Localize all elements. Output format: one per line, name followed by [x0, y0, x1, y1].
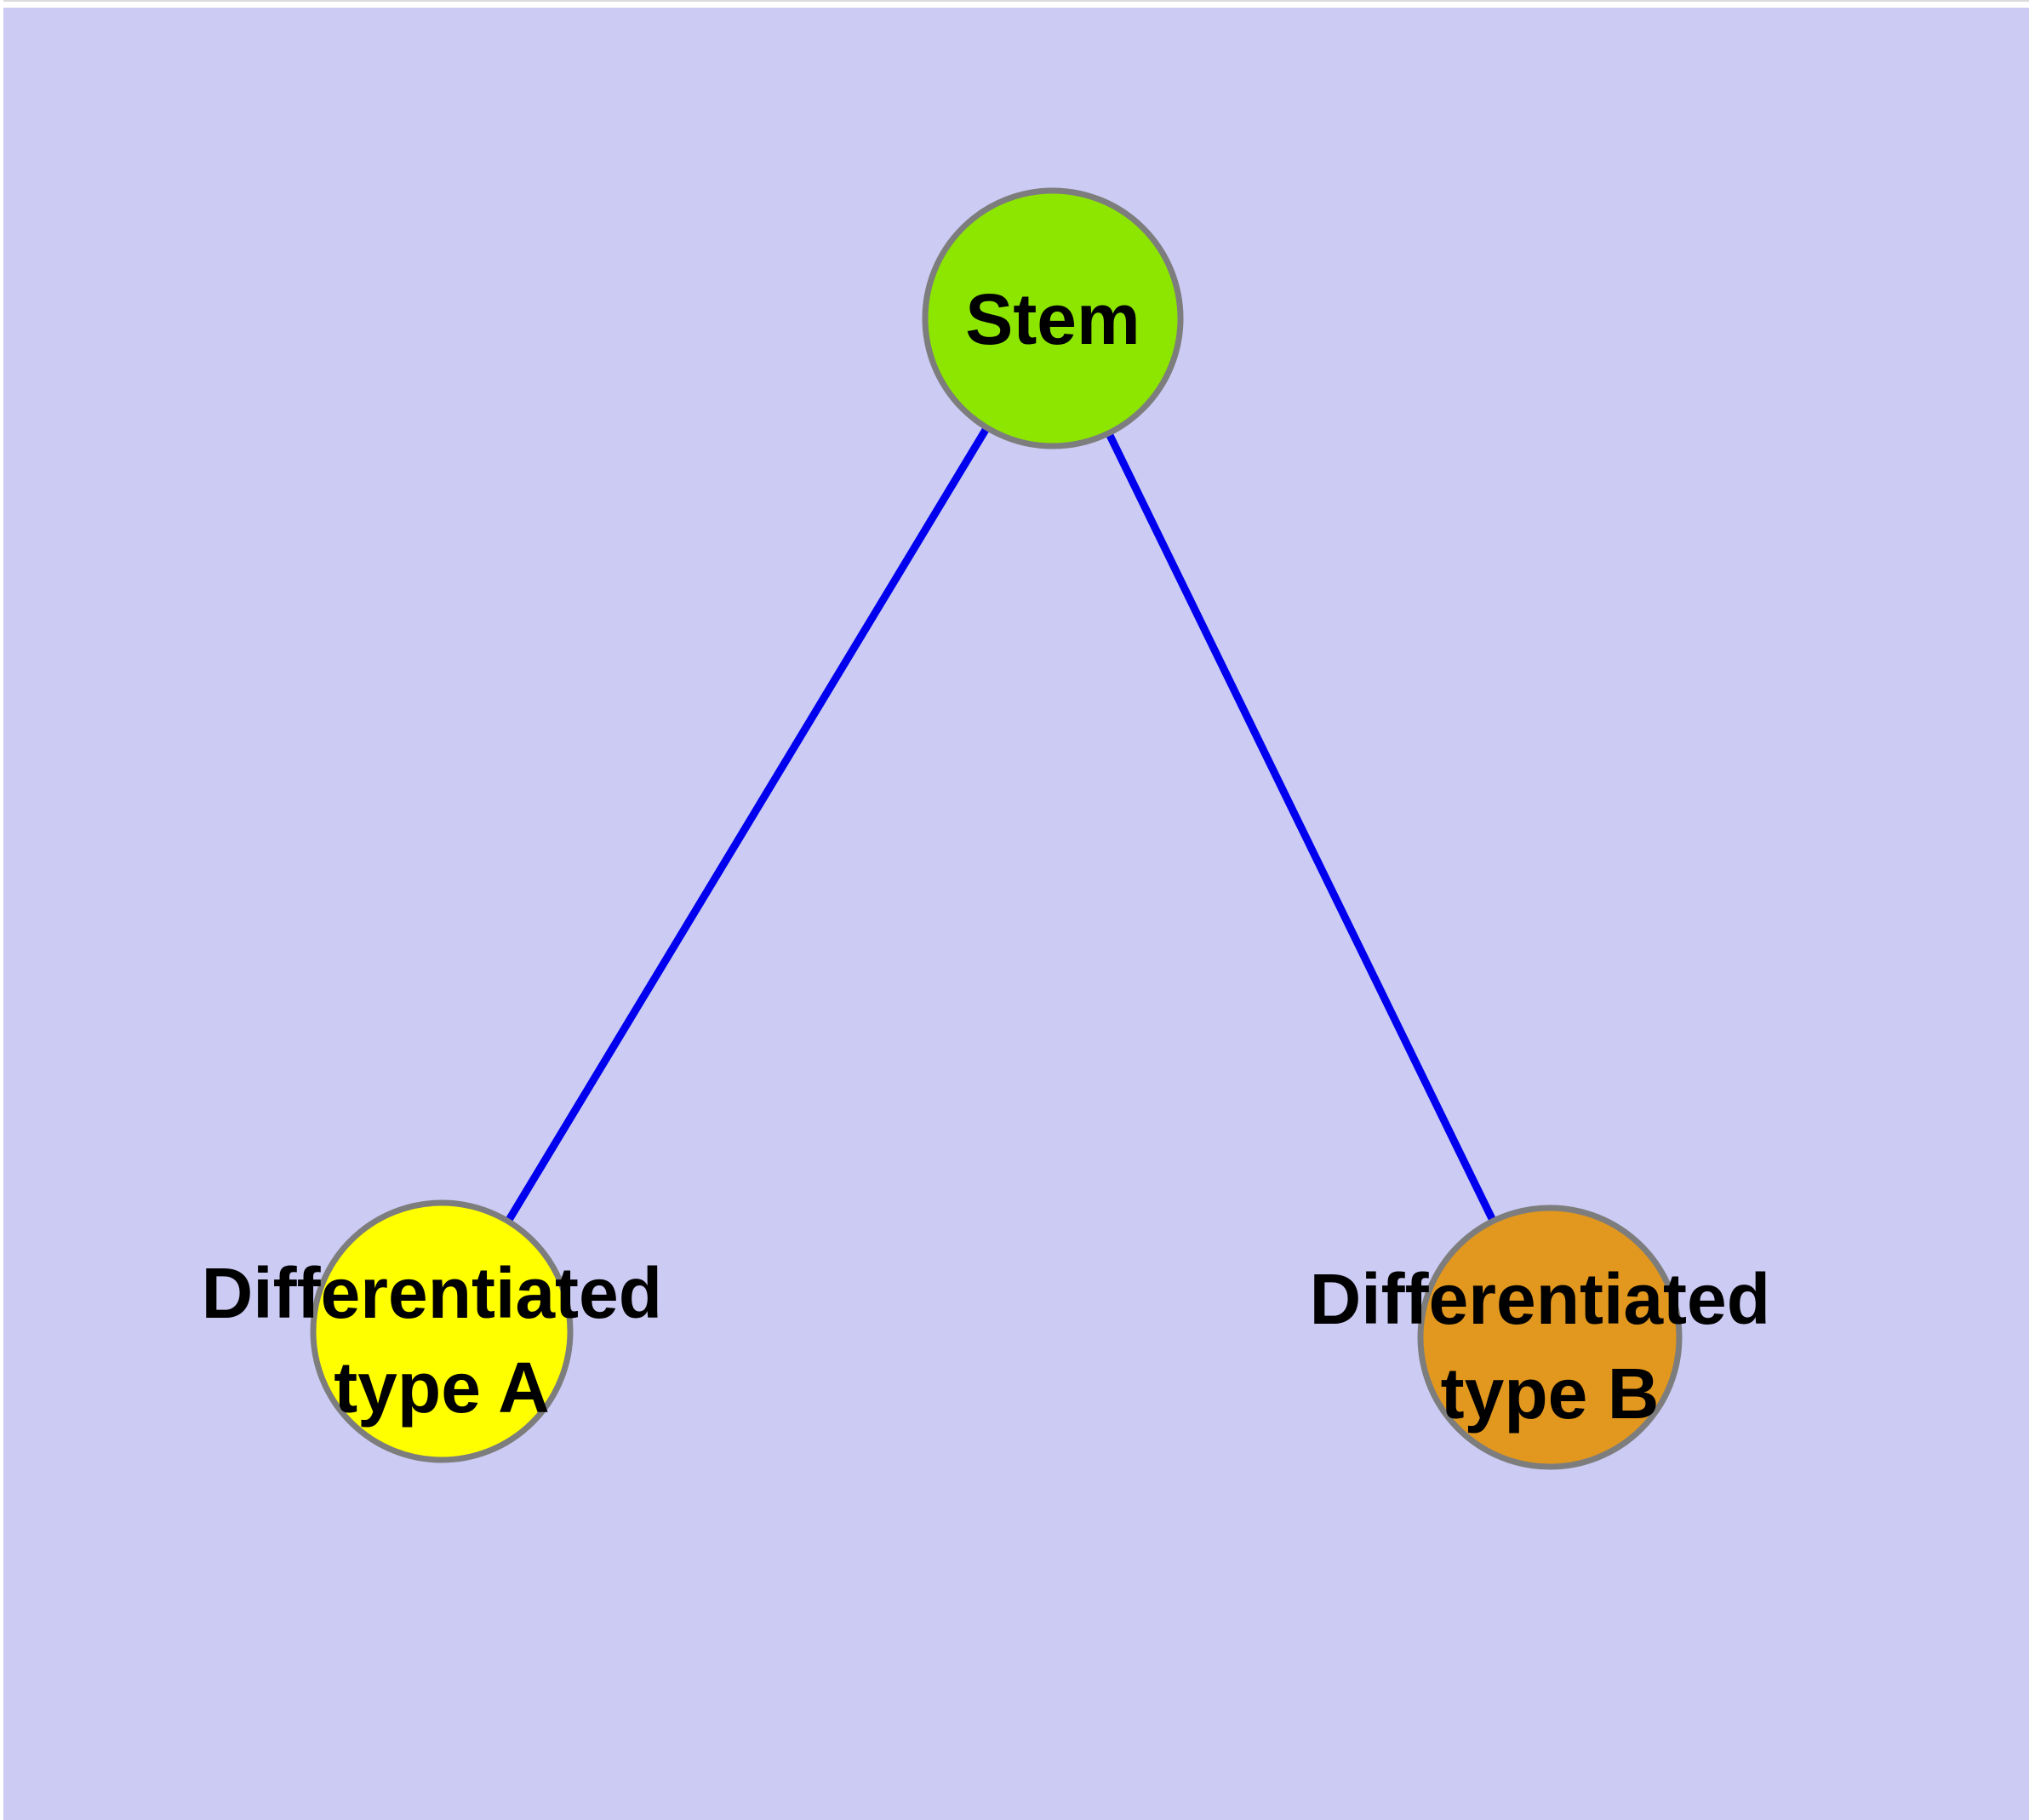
edge-stem-to-type-a — [437, 314, 1057, 1336]
node-differentiated-type-b — [1417, 1205, 1683, 1470]
node-stem — [922, 187, 1184, 449]
node-stem-label: Stem — [965, 279, 1140, 359]
node-group — [310, 187, 1683, 1470]
node-type-a-label-line-2: type A — [334, 1348, 550, 1428]
node-type-b-label-line-2: type B — [1441, 1354, 1660, 1434]
node-type-a-label: Differentiated type A — [202, 1253, 683, 1428]
top-margin-line — [0, 0, 2029, 2]
node-type-b-label-line-1: Differentiated — [1310, 1259, 1770, 1339]
edge-stem-to-type-b — [1049, 314, 1554, 1342]
label-group: Stem Differentiated type A Differentiate… — [202, 279, 1791, 1434]
node-differentiated-type-a — [310, 1199, 574, 1463]
node-type-a-label-line-1: Differentiated — [202, 1253, 662, 1333]
top-margin — [0, 0, 2029, 8]
node-type-b-label: Differentiated type B — [1310, 1259, 1791, 1434]
left-margin — [0, 0, 3, 1820]
edge-group — [437, 314, 1554, 1342]
